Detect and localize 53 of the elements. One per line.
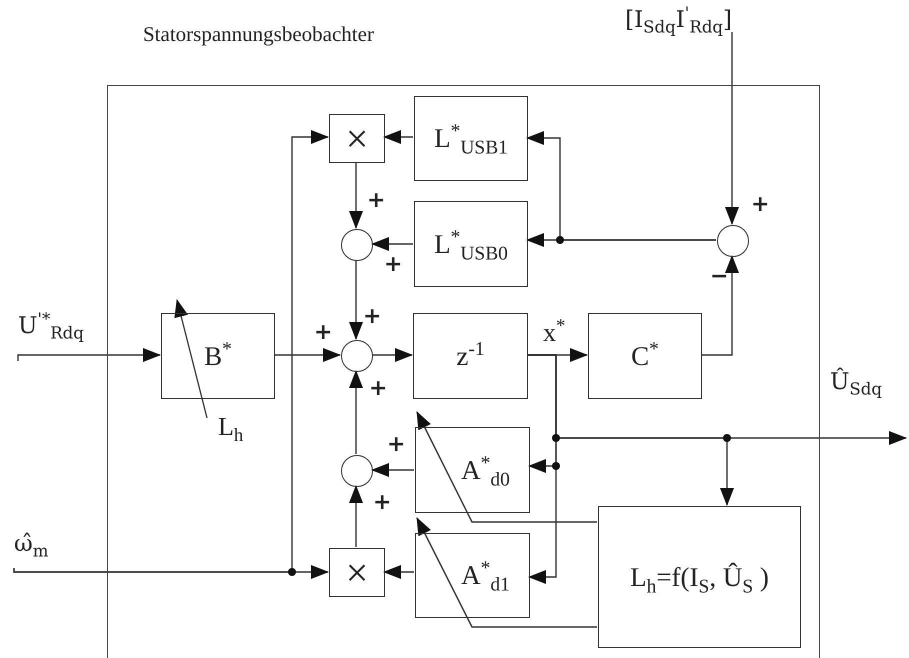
sign-label: +	[363, 306, 382, 328]
signal-arrow	[372, 348, 413, 362]
signal-arrow	[349, 162, 363, 229]
transfer-block	[414, 201, 528, 287]
multiply-sign: ×	[346, 118, 368, 158]
sign-label: +	[369, 378, 388, 400]
signal-arrow	[274, 348, 341, 362]
signal-arrow	[383, 130, 413, 144]
block-label: z$^{-1}$	[456, 342, 485, 370]
signal-arrow	[13, 130, 329, 573]
signal-arrow	[349, 370, 363, 454]
signal-arrow	[17, 348, 161, 362]
signal-arrow	[349, 485, 363, 547]
transfer-block	[161, 313, 275, 399]
multiply-sign: ×	[346, 552, 368, 592]
signal-arrow	[725, 32, 739, 225]
sign-label: −	[710, 266, 728, 288]
signal-label: [I$_{Sdq}$I$^{'}$$_{Rdq}$]	[602, 6, 732, 56]
sign-label: +	[751, 194, 770, 216]
block-label: L$_{h}$=f(I$_{S}$, Û$_{S}$ )	[630, 564, 769, 590]
signal-arrow	[526, 131, 716, 241]
signal-arrow	[349, 260, 363, 340]
signal-arrow	[371, 237, 413, 251]
signal-arrow	[371, 463, 414, 477]
multiplier-block	[329, 548, 385, 597]
transfer-block	[415, 427, 530, 513]
signal-label: Û$_{Sdq}$	[830, 368, 908, 428]
transfer-block	[415, 533, 530, 618]
transfer-block	[588, 313, 702, 399]
frame-heading: Statorspannungsbeobachter	[143, 22, 374, 47]
summing-junction	[341, 455, 373, 487]
parameter-label: L$_{h}$	[218, 414, 244, 440]
signal-arrow	[527, 354, 557, 584]
summing-junction	[341, 229, 373, 261]
signal-arrow	[701, 255, 739, 356]
sign-label: +	[384, 254, 402, 276]
signal-arrow	[416, 411, 597, 523]
transfer-block	[414, 96, 528, 181]
block-label: C$^{*}$	[631, 342, 659, 370]
sign-label: +	[373, 492, 392, 514]
transfer-block	[598, 506, 801, 648]
block-label: B$^{*}$	[204, 342, 232, 370]
summing-junction	[717, 225, 749, 257]
summing-junction	[341, 340, 373, 372]
sign-label: +	[314, 322, 332, 344]
signal-label: ω̂$_{m}$	[14, 530, 74, 568]
signal-label: x$^{*}$	[543, 320, 566, 346]
signal-arrow	[416, 517, 597, 628]
multiplier-block	[329, 114, 385, 163]
signal-arrow	[383, 565, 414, 579]
sign-label: +	[387, 434, 406, 456]
sign-label: +	[367, 190, 386, 212]
transfer-block	[413, 313, 528, 399]
